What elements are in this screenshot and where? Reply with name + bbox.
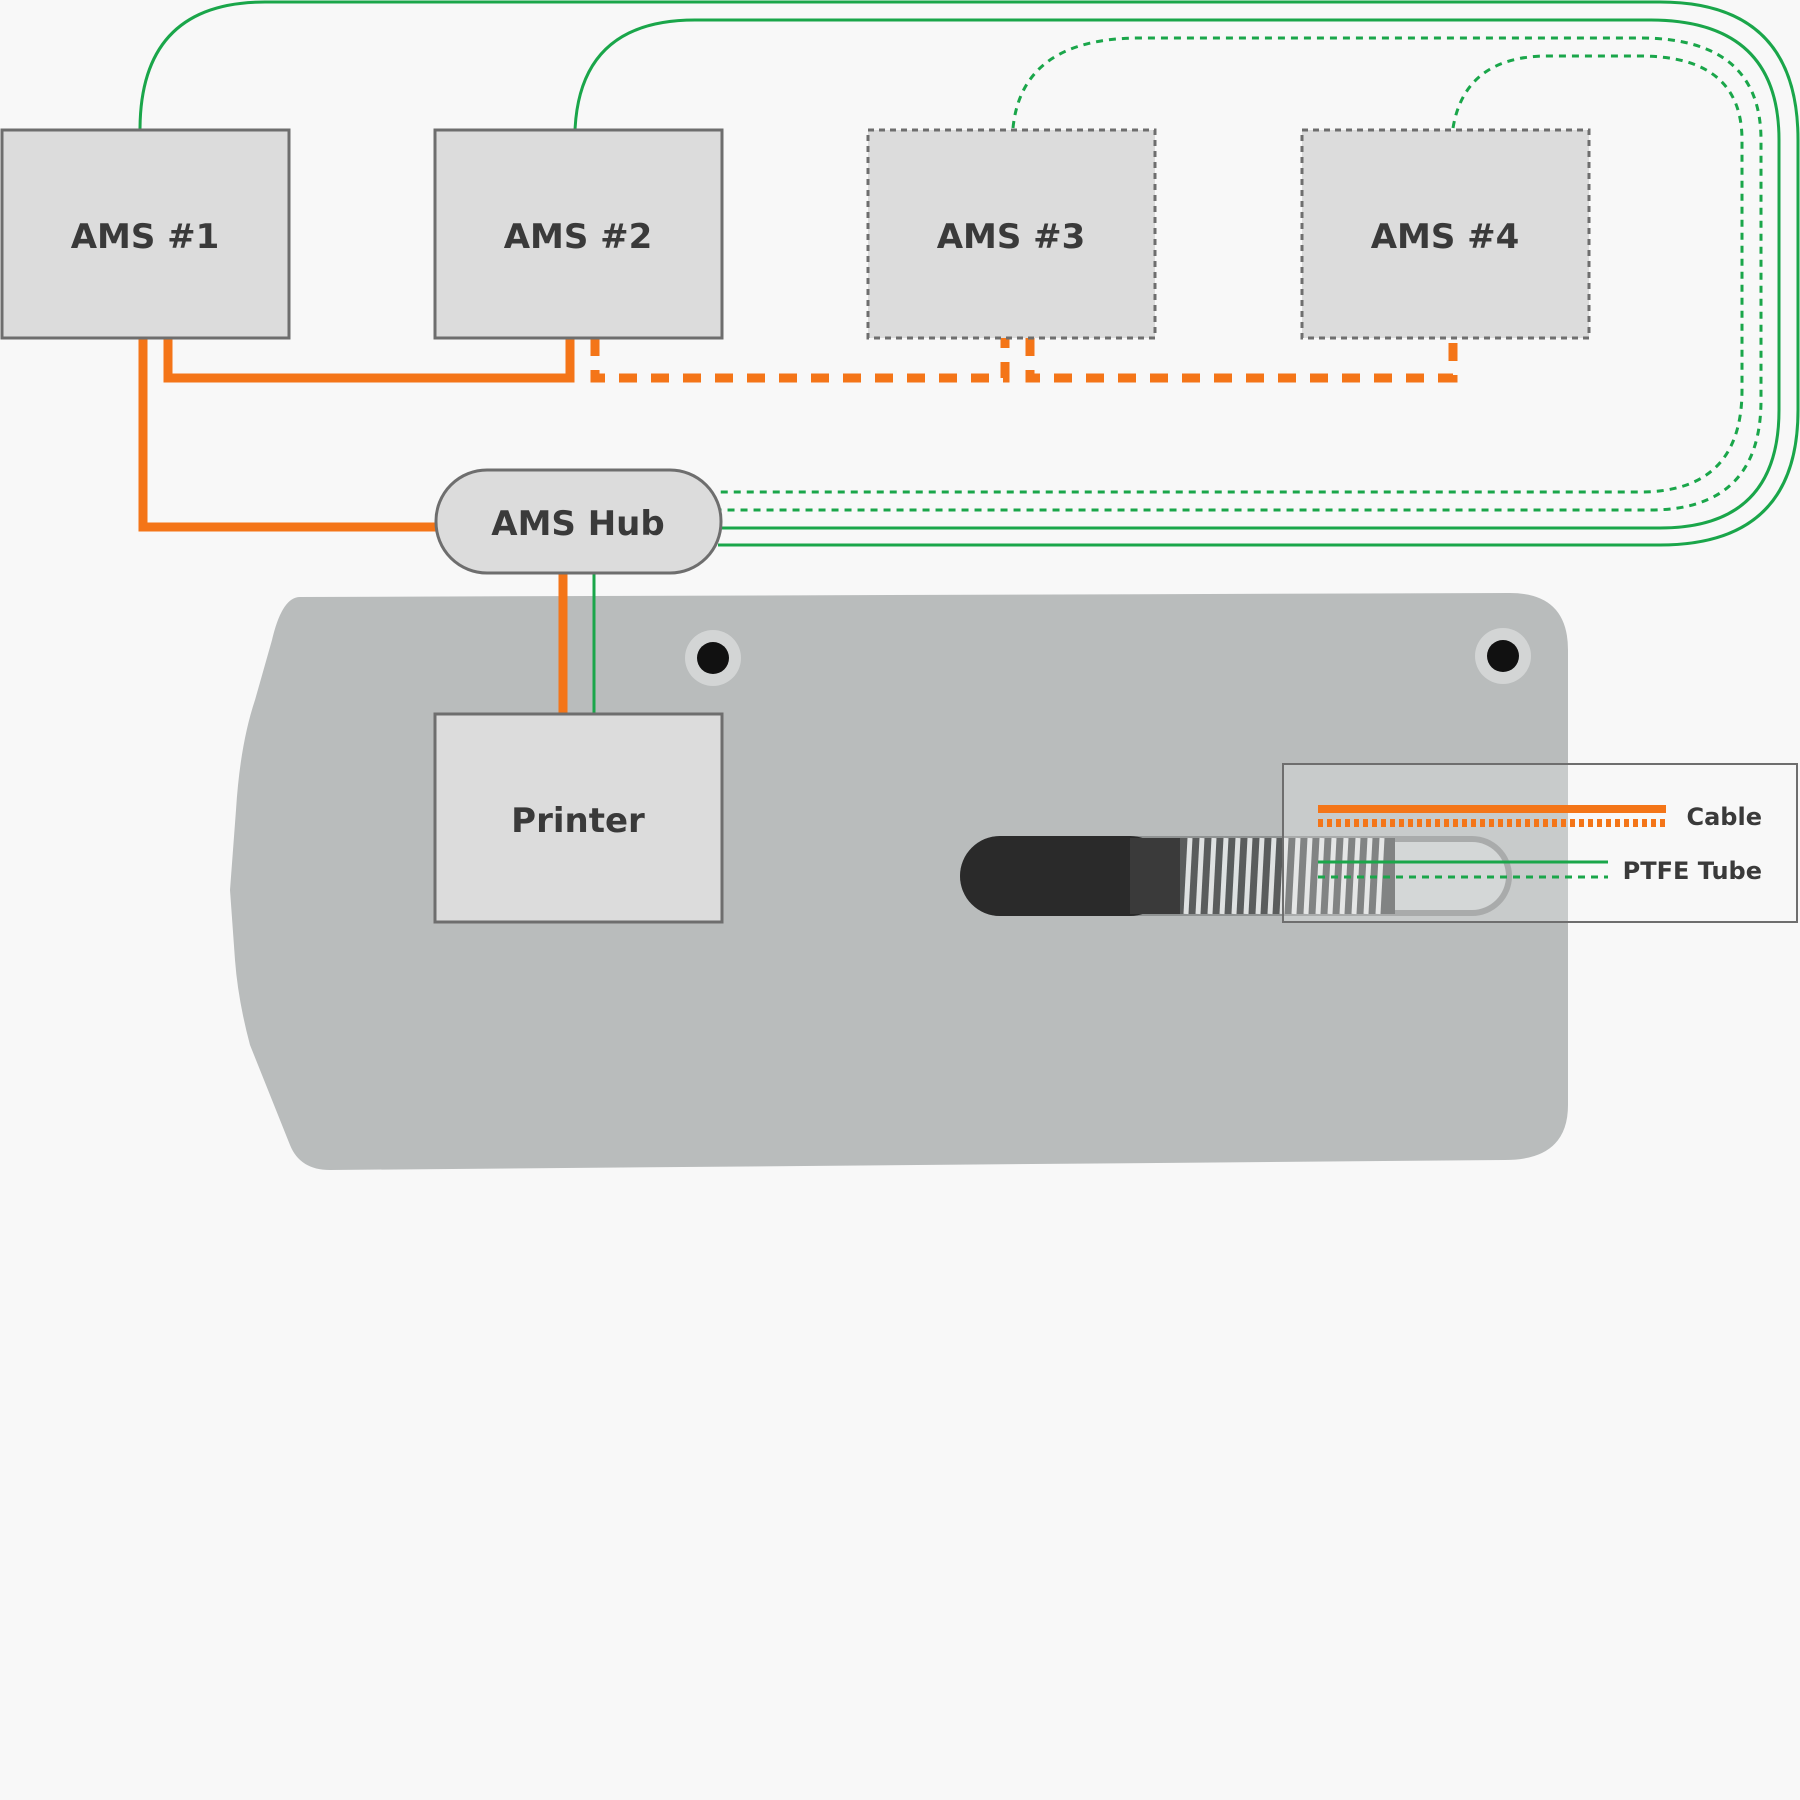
legend-cable-swatch bbox=[1318, 805, 1666, 827]
ptfe-ams4 bbox=[718, 54, 1744, 494]
connector-slot bbox=[960, 836, 1512, 916]
legend-ptfe-label: PTFE Tube bbox=[1623, 857, 1762, 885]
ams-unit-3-label: AMS #3 bbox=[937, 217, 1086, 257]
ams-unit-4-label: AMS #4 bbox=[1371, 217, 1520, 257]
printer-label: Printer bbox=[511, 801, 645, 841]
ams-unit-2: AMS #2 bbox=[433, 128, 724, 340]
ams-unit-4: AMS #4 bbox=[1300, 128, 1591, 340]
ams-hub-node: AMS Hub bbox=[434, 468, 723, 575]
mount-hole-left bbox=[685, 630, 741, 686]
cable-ams1-ams2 bbox=[163, 338, 575, 383]
legend-ptfe-swatch bbox=[1318, 860, 1608, 879]
ams-unit-1-label: AMS #1 bbox=[71, 217, 220, 257]
mount-hole-right bbox=[1475, 628, 1531, 684]
ams-unit-1: AMS #1 bbox=[0, 128, 291, 340]
ams-unit-3: AMS #3 bbox=[866, 128, 1157, 340]
cable-ams2-ams3 bbox=[590, 338, 1010, 383]
ams-hub-label: AMS Hub bbox=[491, 504, 664, 544]
cable-ams3-ams4 bbox=[1025, 338, 1458, 383]
printer-node: Printer bbox=[433, 712, 724, 924]
cable-ams1-hub bbox=[138, 338, 437, 532]
cable-routes bbox=[138, 338, 1458, 714]
ptfe-tube-routes bbox=[138, 0, 1800, 714]
legend-cable-label: Cable bbox=[1687, 803, 1763, 831]
ptfe-ams2 bbox=[573, 18, 1781, 530]
ptfe-ams3 bbox=[718, 36, 1763, 512]
ptfe-ams1 bbox=[138, 0, 1800, 547]
ams-unit-2-label: AMS #2 bbox=[504, 217, 653, 257]
legend: Cable PTFE Tube bbox=[1282, 763, 1798, 923]
